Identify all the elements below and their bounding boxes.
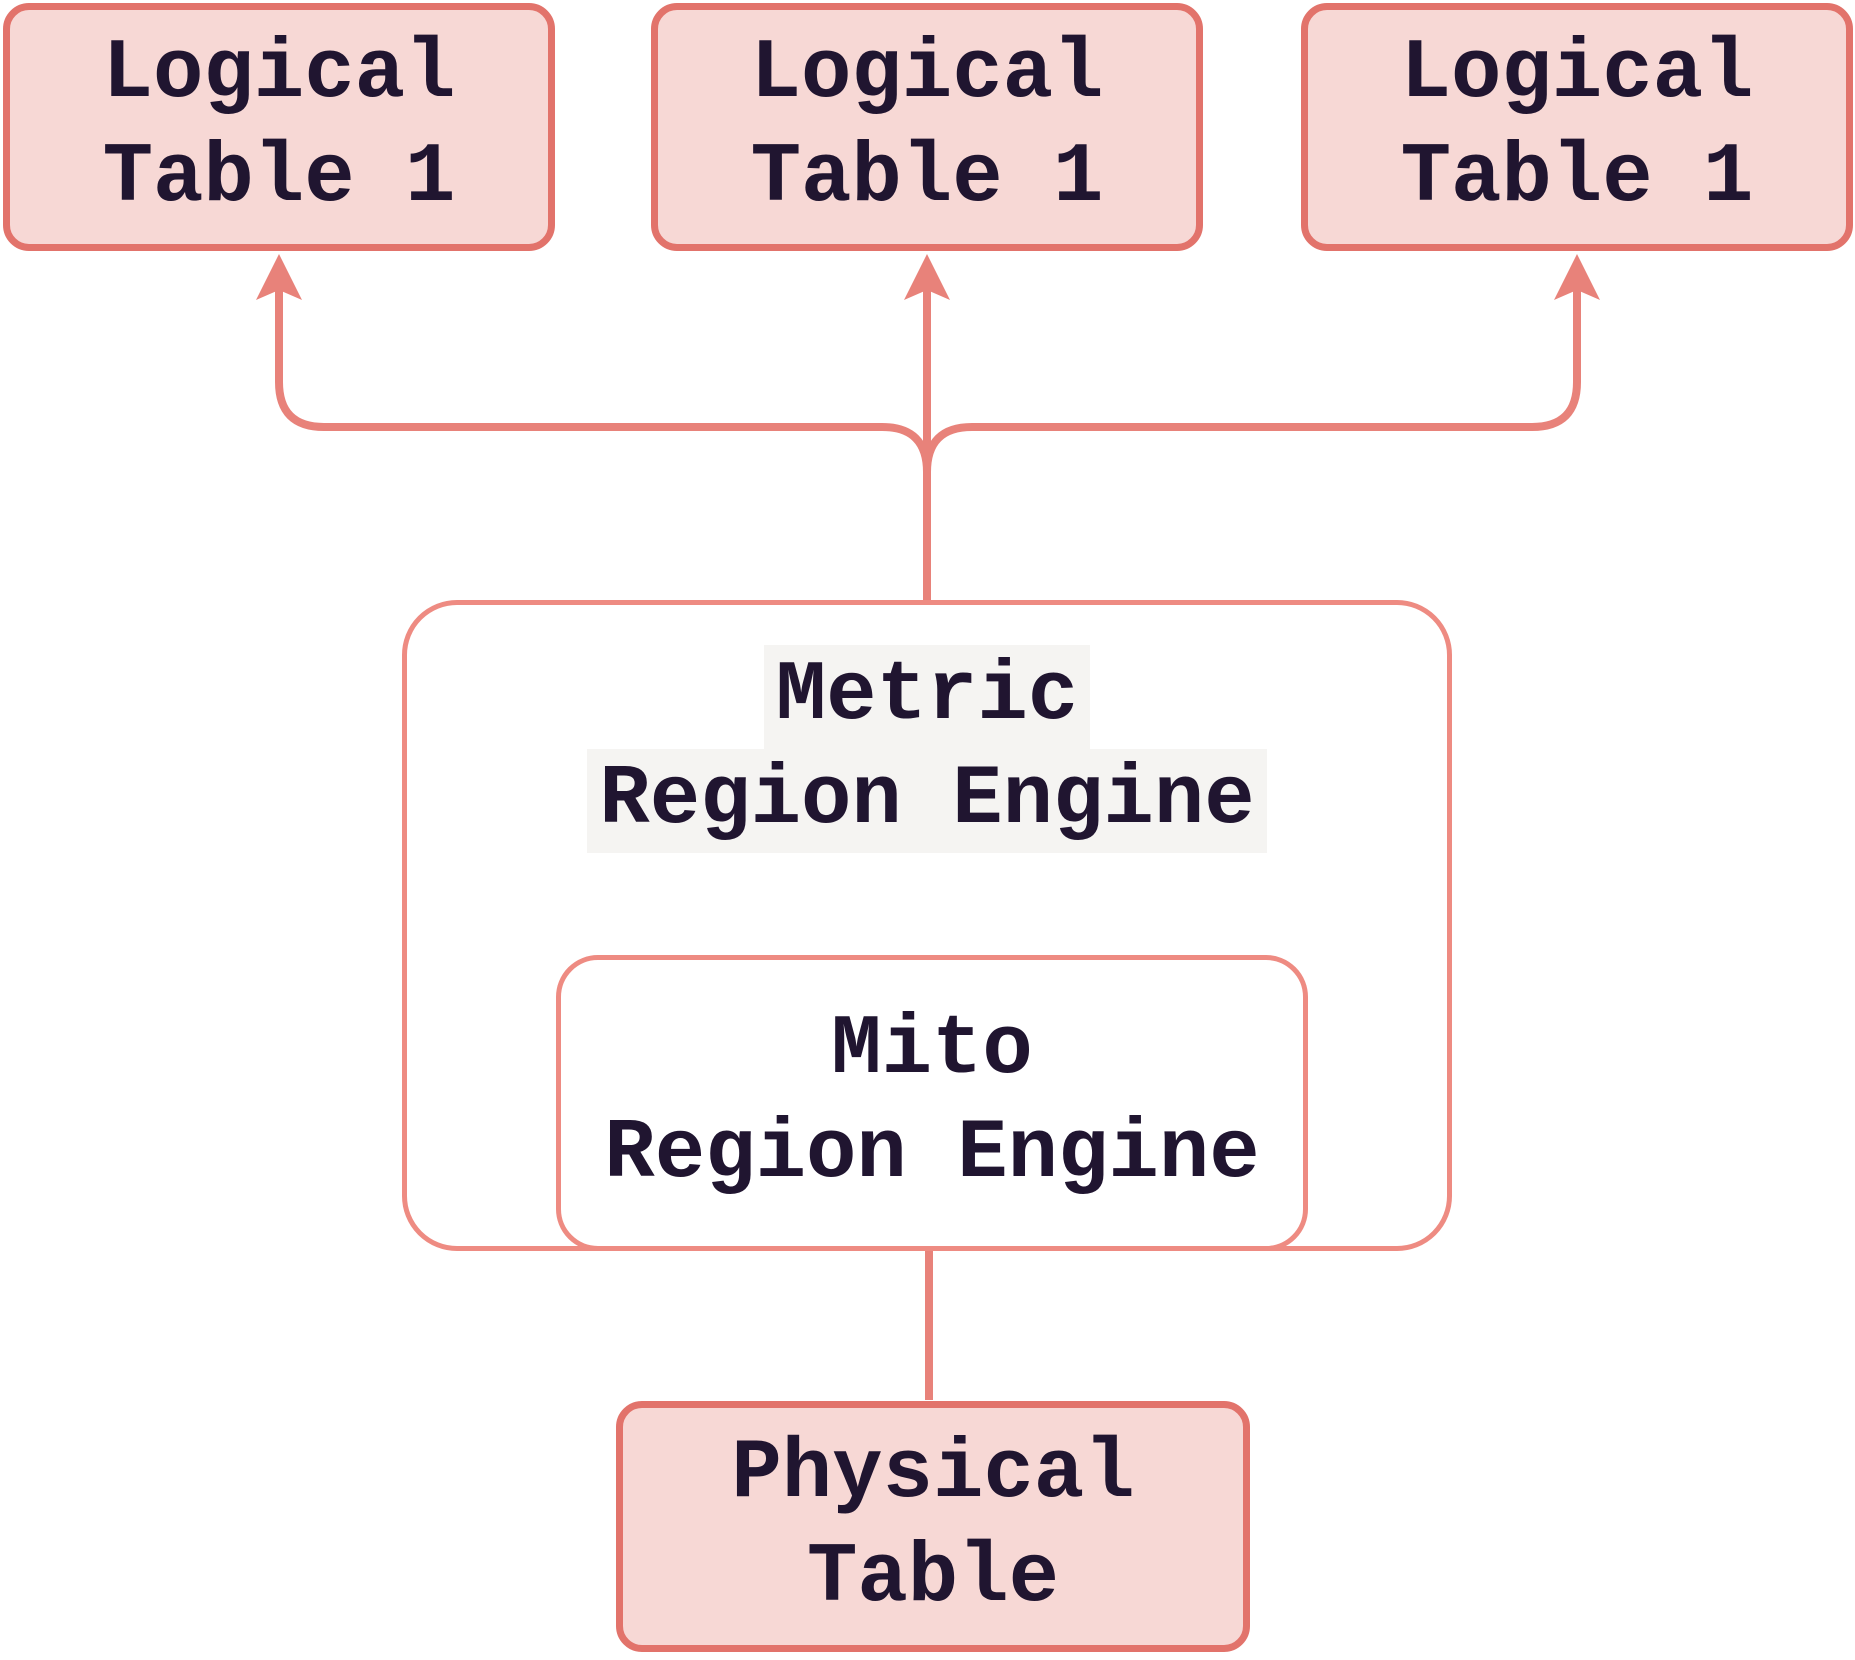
node-label-line: Table [806,1530,1060,1626]
node-label-line: Region Engine [604,1107,1260,1202]
node-label-line: Region Engine [587,749,1267,853]
node-label-line: Metric [763,645,1091,749]
node-label-line: Table 1 [102,131,456,226]
node-mito-region-engine: Mito Region Engine [556,955,1308,1251]
node-label-line: Mito [831,1003,1033,1098]
node-label-line: Physical [731,1426,1135,1522]
node-logical-table-left: Logical Table 1 [3,3,555,251]
node-label-line: Table 1 [1400,131,1754,226]
node-logical-table-right: Logical Table 1 [1301,3,1853,251]
metric-region-engine-label: Metric Region Engine [587,645,1267,853]
connector-metric-to-left-table [275,288,931,600]
node-metric-region-engine: Metric Region Engine Mito Region Engine [402,600,1452,1251]
node-label-line: Table 1 [750,131,1104,226]
arrowhead-middle-table [904,254,950,300]
arrowhead-right-table [1554,254,1600,300]
connector-metric-to-right-table [923,288,1581,600]
node-logical-table-middle: Logical Table 1 [651,3,1203,251]
node-physical-table: Physical Table [616,1401,1250,1652]
node-label-line: Logical [750,27,1104,122]
node-label-line: Logical [1400,27,1754,122]
arrowhead-left-table [256,254,302,300]
node-label-line: Logical [102,27,456,122]
